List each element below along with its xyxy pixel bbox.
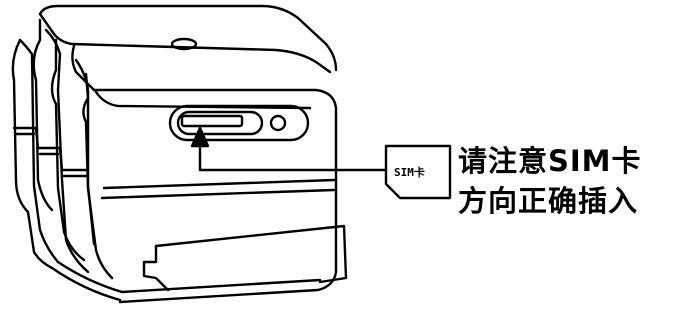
sim-slot-housing	[168, 104, 310, 142]
side-ribs	[11, 18, 114, 280]
instruction-line-1: 请注意SIM卡	[458, 144, 642, 178]
arrow-connector	[190, 126, 388, 172]
top-hole-icon	[170, 37, 198, 51]
instruction-line-2: 方向正确插入	[458, 184, 639, 218]
sim-card-icon: SIM卡	[384, 144, 452, 200]
device-body	[38, 4, 348, 304]
sim-card-label: SIM卡	[394, 165, 425, 179]
